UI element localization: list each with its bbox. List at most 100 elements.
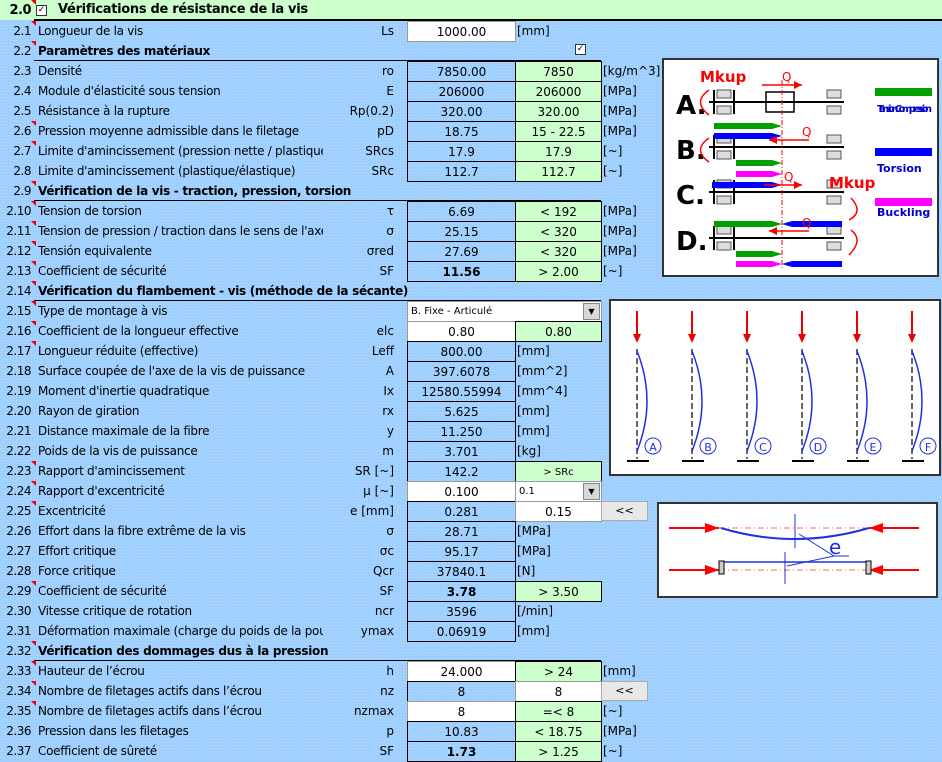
symbol: Rp(0.2) [349, 104, 394, 118]
row-label: Coefficient de la longueur effective [38, 324, 239, 338]
value-cell[interactable]: 0.100 [407, 481, 516, 502]
force-label: Q [802, 216, 811, 230]
unit: [N] [517, 564, 536, 578]
limit-cell: > SRc [515, 461, 602, 482]
row-label: Vérification du flambement - vis (méthod… [38, 284, 409, 298]
symbol: p [386, 724, 394, 738]
moment-label: Mkup [829, 174, 876, 192]
row-label: Surface coupée de l'axe de la vis de pui… [38, 364, 305, 378]
symbol: SRcs [365, 144, 394, 158]
unit: [mm] [517, 624, 550, 638]
row-label: Coefficient de sécurité [38, 584, 167, 598]
row-number: 2.17 [6, 344, 31, 358]
materials-checkbox[interactable]: ✓ [575, 44, 586, 55]
row-label: Résistance à la rupture [38, 104, 170, 118]
symbol: Ix [383, 384, 394, 398]
value-cell: 11.56 [407, 261, 516, 282]
limit-cell: 206000 [515, 81, 602, 102]
row-label: Rapport d'amincissement [38, 464, 185, 478]
limit-cell[interactable]: 0.15 [515, 501, 602, 522]
symbol: nzmax [353, 704, 394, 718]
row-label: Nombre de filetages actifs dans l’écrou [38, 684, 262, 698]
row-label: Déformation maximale (charge du poids de… [38, 624, 323, 638]
limit-cell: 15 - 22.5 [515, 121, 602, 142]
eccentricity-dropdown[interactable]: 0.1 ▼ [515, 481, 602, 502]
value-cell: 0.281 [407, 501, 516, 522]
unit: [MPa] [603, 84, 637, 98]
chevron-down-icon[interactable]: ▼ [583, 483, 600, 500]
copy-back-button[interactable]: << [601, 681, 648, 701]
row-label: Densité [38, 64, 82, 78]
comment-indicator [31, 661, 36, 666]
symbol: σred [366, 244, 394, 258]
row-number: 2.0 [9, 3, 31, 18]
dropdown-value: B. Fixe - Articulé [411, 306, 493, 317]
limit-cell[interactable]: 8 [515, 681, 602, 702]
symbol: pD [377, 124, 394, 138]
unit: [~] [603, 704, 623, 718]
row-label: Distance maximale de la fibre [38, 424, 210, 438]
mounting-type-dropdown[interactable]: B. Fixe - Articulé ▼ [407, 301, 602, 322]
value-cell[interactable]: 24.000 [407, 661, 516, 682]
table-row: 2.16 Coefficient de la longueur effective… [0, 321, 942, 342]
row-number: 2.5 [13, 104, 31, 118]
symbol: Qcr [373, 564, 394, 578]
value-cell: 5.625 [407, 401, 516, 422]
row-label: Pression dans les filetages [38, 724, 189, 738]
value-cell[interactable]: 0.80 [407, 321, 516, 342]
row-number: 2.37 [6, 744, 31, 758]
symbol: σ [386, 524, 394, 538]
limit-cell: > 24 [515, 661, 602, 682]
row-label: Tension de torsion [38, 204, 142, 218]
row-number: 2.2 [13, 44, 31, 58]
comment-indicator [31, 261, 36, 266]
row-number: 2.18 [6, 364, 31, 378]
symbol: SF [379, 584, 394, 598]
force-label: Q [782, 70, 791, 84]
comment-indicator [31, 701, 36, 706]
limit-cell: < 18.75 [515, 721, 602, 742]
value-cell: 320.00 [407, 101, 516, 122]
unit: [~] [603, 264, 623, 278]
row-label: Force critique [38, 564, 116, 578]
unit: [~] [603, 744, 623, 758]
symbol: SF [379, 744, 394, 758]
value-cell: 17.9 [407, 141, 516, 162]
row-number: 2.1 [13, 24, 31, 38]
value-cell[interactable]: 8 [407, 701, 516, 722]
symbol: SR [~] [354, 464, 394, 478]
row-number: 2.33 [6, 664, 31, 678]
row-number: 2.35 [6, 704, 31, 718]
chevron-down-icon[interactable]: ▼ [583, 303, 600, 320]
row-label: Effort critique [38, 544, 116, 558]
value-cell: 95.17 [407, 541, 516, 562]
dropdown-value: 0.1 [519, 486, 535, 497]
row-label: Effort dans la fibre extrême de la vis [38, 524, 246, 538]
value-cell: 112.7 [407, 161, 516, 182]
row-number: 2.10 [6, 204, 31, 218]
symbol: elc [376, 324, 394, 338]
row-number: 2.16 [6, 324, 31, 338]
symbol: A [385, 364, 394, 378]
header-checkbox[interactable]: ✓ [36, 5, 47, 16]
copy-back-button[interactable]: << [601, 501, 648, 521]
limit-cell: < 320 [515, 221, 602, 242]
value-cell: 11.250 [407, 421, 516, 442]
symbol: nz [380, 684, 394, 698]
row-number: 2.15 [6, 304, 31, 318]
value-cell[interactable]: 1000.00 [407, 21, 516, 42]
legend-tension: Tension Compression [877, 104, 932, 115]
